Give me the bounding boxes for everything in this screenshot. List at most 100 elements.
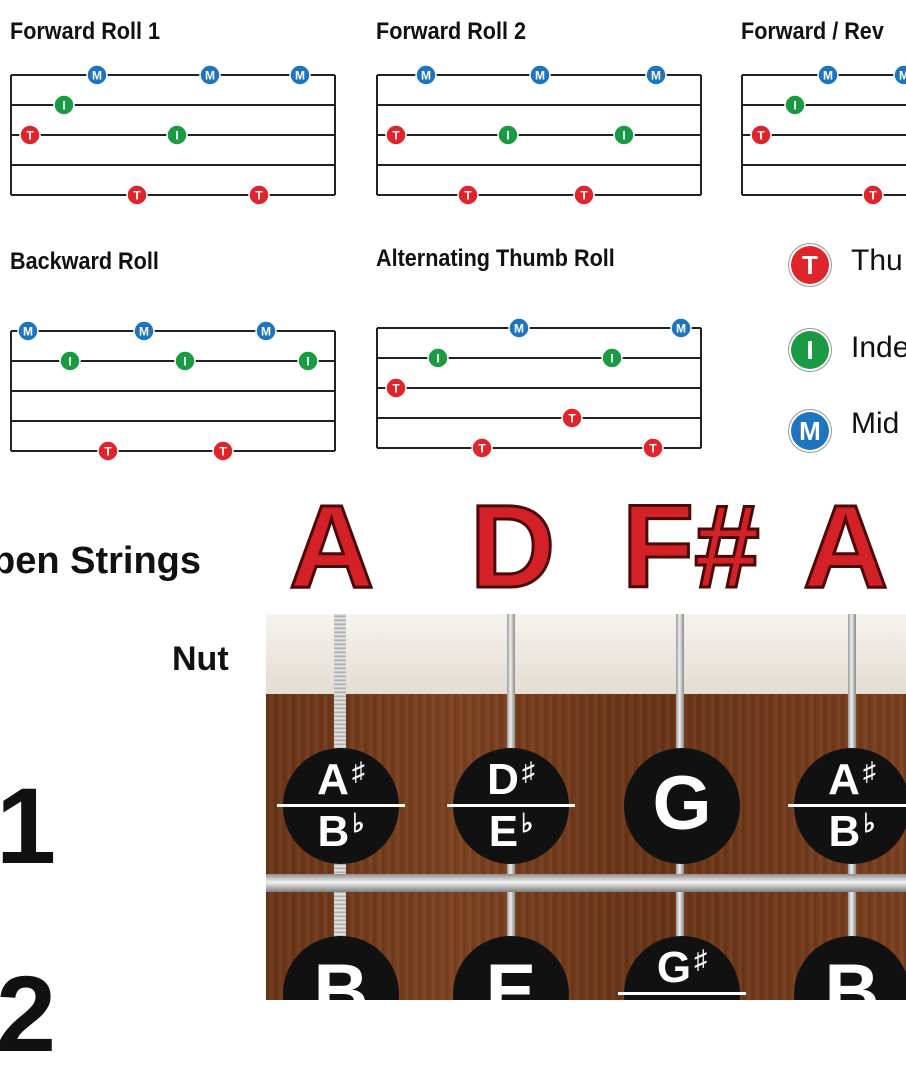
open-strings-label: pen Strings (0, 540, 202, 582)
svg-text:M: M (295, 69, 305, 83)
middle-finger-dot-icon: M (670, 317, 692, 339)
svg-text:T: T (392, 129, 400, 143)
middle-finger-dot-icon: M (645, 64, 667, 86)
svg-text:T: T (869, 189, 877, 203)
index-finger-dot-icon: I (166, 124, 188, 146)
thumb-finger-dot-icon: T (385, 377, 407, 399)
svg-text:M: M (535, 69, 545, 83)
svg-text:M: M (23, 325, 33, 339)
svg-text:I: I (610, 352, 613, 366)
flat-icon: ♭ (352, 808, 365, 838)
tab-staff-backward-roll: M I T M I T M I (10, 320, 336, 462)
fret1-note-string-2: D♯ E♭ (447, 748, 575, 864)
svg-text:I: I (506, 129, 509, 143)
index-legend-icon: I (791, 331, 829, 369)
svg-text:T: T (478, 442, 486, 456)
fret2-note-string-3: G♯ (618, 936, 746, 1000)
note-letter: B (313, 949, 369, 1001)
svg-text:T: T (757, 129, 765, 143)
index-finger-dot-icon: I (174, 350, 196, 372)
thumb-finger-dot-icon: T (750, 124, 772, 146)
fretboard: A♯ B♭ D♯ E♭ G A♯ B♭ B E G♯ B (266, 614, 906, 1000)
tab-staff-forward-roll-1: T I M T I M T M (10, 64, 336, 206)
thumb-finger-dot-icon: T (385, 124, 407, 146)
thumb-finger-dot-icon: T (19, 124, 41, 146)
svg-text:T: T (133, 189, 141, 203)
note-top-letter: A (317, 755, 349, 804)
note-letter: G (652, 761, 712, 846)
index-finger-dot-icon: I (784, 94, 806, 116)
index-finger-dot-icon: I (53, 94, 75, 116)
thumb-finger-dot-icon: T (642, 437, 664, 459)
svg-text:T: T (219, 445, 227, 459)
thumb-finger-dot-icon: T (862, 184, 884, 206)
middle-legend-label: Mid (851, 407, 900, 440)
middle-finger-dot-icon: M (133, 320, 155, 342)
middle-finger-dot-icon: M (17, 320, 39, 342)
fret-wire-1 (266, 874, 906, 892)
svg-text:M: M (823, 69, 833, 83)
open-string-note-1: A (287, 481, 375, 613)
middle-finger-dot-icon: M (199, 64, 221, 86)
thumb-finger-dot-icon: T (97, 440, 119, 462)
note-letter: E (485, 949, 537, 1001)
fret1-note-string-1: A♯ B♭ (277, 748, 405, 864)
svg-text:T: T (649, 442, 657, 456)
roll-title-backward: Backward Roll (10, 248, 159, 275)
tab-staff-forward-roll-2: T M T I M T I M (376, 64, 702, 206)
fret-number-2: 2 (0, 953, 57, 1074)
svg-text:M: M (421, 69, 431, 83)
svg-text:T: T (26, 129, 34, 143)
svg-text:M: M (261, 325, 271, 339)
middle-finger-dot-icon: M (86, 64, 108, 86)
note-top-letter: A (828, 755, 860, 804)
middle-finger-dot-icon: M (529, 64, 551, 86)
svg-text:M: M (92, 69, 102, 83)
note-bottom-letter: E (488, 807, 519, 856)
svg-text:M: M (205, 69, 215, 83)
roll-title-forward-2: Forward Roll 2 (376, 18, 527, 45)
svg-text:M: M (899, 69, 906, 83)
note-top-letter: D (487, 755, 519, 804)
index-finger-dot-icon: I (427, 347, 449, 369)
svg-text:M: M (514, 322, 524, 336)
thumb-legend-label: Thu (851, 244, 903, 277)
fret1-note-string-4: A♯ B♭ (788, 748, 906, 864)
open-string-note-2: D (468, 481, 556, 613)
svg-text:I: I (436, 352, 439, 366)
svg-text:T: T (104, 445, 112, 459)
thumb-finger-dot-icon: T (471, 437, 493, 459)
nut-label: Nut (172, 640, 229, 678)
thumb-finger-dot-icon: T (573, 184, 595, 206)
thumb-legend-icon: T (791, 246, 829, 284)
svg-text:I: I (306, 355, 309, 369)
thumb-finger-dot-icon: T (126, 184, 148, 206)
svg-text:T: T (255, 189, 263, 203)
index-legend-label: Inde (851, 331, 906, 364)
svg-text:I: I (622, 129, 625, 143)
svg-text:T: T (392, 382, 400, 396)
open-string-note-4: A (801, 481, 889, 613)
svg-text:I: I (175, 129, 178, 143)
sharp-icon: ♯ (521, 756, 535, 786)
fret1-note-string-3: G (624, 748, 740, 864)
sharp-icon: ♯ (694, 944, 708, 974)
tab-staff-alternating-thumb-roll: T I T M T I T M (376, 317, 702, 459)
svg-text:I: I (183, 355, 186, 369)
thumb-finger-dot-icon: T (457, 184, 479, 206)
note-top-letter: G (656, 943, 692, 992)
note-bottom-letter: B (317, 807, 350, 856)
svg-text:M: M (139, 325, 149, 339)
index-finger-dot-icon: I (497, 124, 519, 146)
nut (266, 614, 906, 694)
roll-title-forward-reverse: Forward / Rev (741, 18, 884, 45)
thumb-finger-dot-icon: T (561, 407, 583, 429)
svg-text:I: I (68, 355, 71, 369)
flat-icon: ♭ (863, 808, 876, 838)
svg-text:T: T (464, 189, 472, 203)
sharp-icon: ♯ (351, 756, 365, 786)
svg-text:I: I (793, 99, 796, 113)
middle-finger-dot-icon: M (508, 317, 530, 339)
middle-finger-dot-icon: M (893, 64, 906, 86)
middle-legend-icon: M (791, 412, 829, 450)
